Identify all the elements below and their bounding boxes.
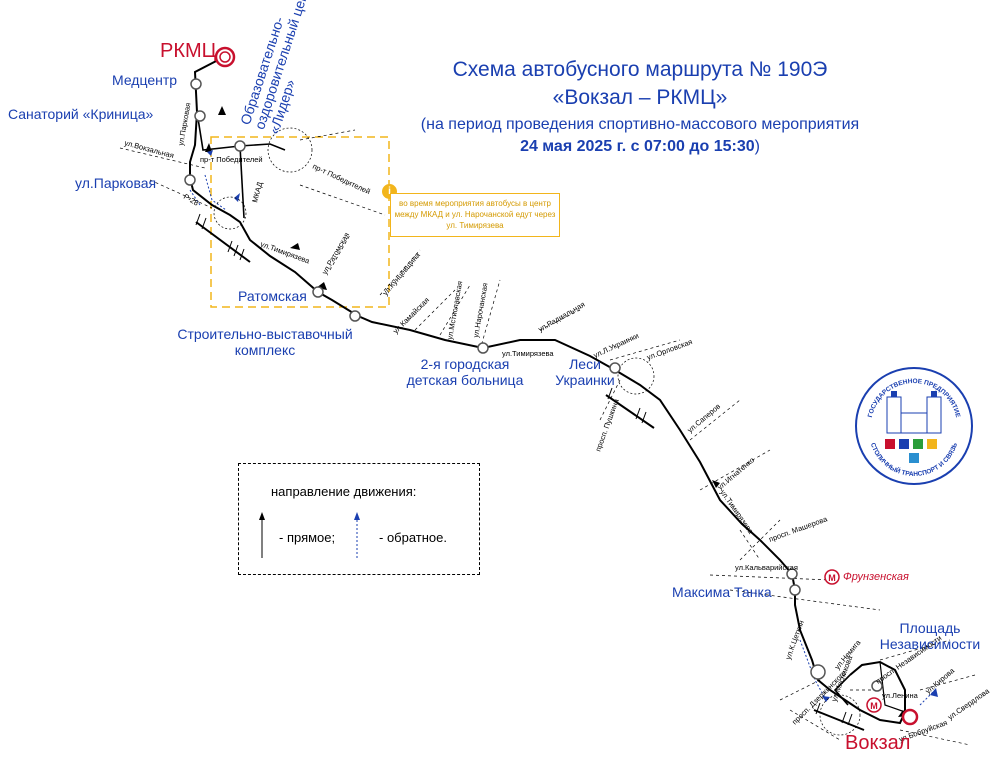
street-label: пр-т Победителей xyxy=(311,162,372,197)
stop-lesi xyxy=(609,362,621,374)
stop-nemiga xyxy=(810,664,826,680)
metro-icon xyxy=(824,569,840,585)
stop-parkovaya xyxy=(184,174,196,186)
metro-icon xyxy=(866,697,882,713)
company-logo: ГОСУДАРСТВЕННОЕ ПРЕДПРИЯТИЕ СТОЛИЧНЫЙ ТР… xyxy=(855,367,973,485)
street-label: просп. Машерова xyxy=(768,514,830,544)
stop-label-krinitsa: Санаторий «Криница» xyxy=(8,106,154,122)
stop-kalvariyskaya xyxy=(786,568,798,580)
route-line xyxy=(189,57,906,725)
street-label: ул.Игнатенко xyxy=(716,455,757,491)
street-label: ул.Тимирязева xyxy=(502,349,554,358)
street-label: ул.Свердлова xyxy=(946,686,992,722)
stop-lider xyxy=(234,140,246,152)
street-label: ул.К.Цеткин xyxy=(783,619,805,661)
street-label: ул.Орловская xyxy=(646,337,694,362)
stop-tanka xyxy=(789,584,801,596)
street-label: ул.Ленина xyxy=(882,691,919,700)
stop-label-medcenter: Медцентр xyxy=(112,72,178,88)
stop-label-parkovaya: ул.Парковая xyxy=(75,175,157,191)
detour-area xyxy=(210,136,390,308)
title-route: Схема автобусного маршрута № 190Э xyxy=(452,58,828,81)
legend-backward: - обратное. xyxy=(379,530,447,545)
street-label: ул.Кальварийская xyxy=(735,563,798,572)
svg-text:М: М xyxy=(870,701,878,711)
stop-expo xyxy=(349,310,361,322)
street-label: просп. Пушкина xyxy=(593,397,621,453)
street-label: ул.Кирова xyxy=(924,666,957,696)
title-period: (на период проведения спортивно-массовог… xyxy=(420,116,860,133)
street-label: ул.Вокзальная xyxy=(123,138,174,160)
street-label: ул.Парковая xyxy=(176,102,192,146)
street-label: ул.Саперов xyxy=(686,402,723,435)
terminal-vokzal-marker xyxy=(901,708,919,726)
stop-square xyxy=(871,680,883,692)
detour-note: во время мероприятия автобусы в центр ме… xyxy=(390,193,560,237)
street-label: ул.Кунцевщина xyxy=(381,250,423,297)
street-label: МКАД xyxy=(250,181,264,204)
street-label: ул.Радиальная xyxy=(537,300,587,334)
street-label: ул.Ратомская xyxy=(320,231,351,276)
stop-ratomskaya xyxy=(312,286,324,298)
legend-forward: - прямое; xyxy=(279,530,336,545)
terminal-vokzal: Вокзал xyxy=(845,732,911,754)
metro-label-frunzenskaya: Фрунзенская xyxy=(843,571,909,583)
legend: направление движения: - прямое; - обратн… xyxy=(238,463,480,575)
title-route-name: «Вокзал – РКМЦ» xyxy=(552,86,728,109)
legend-heading: направление движения: xyxy=(271,484,417,499)
street-label: ул.Нарочанская xyxy=(471,282,489,338)
street-label: ул.Мстиславская xyxy=(445,280,464,340)
stop-medcenter xyxy=(190,78,202,90)
logo-emblem-icon: ГОСУДАРСТВЕННОЕ ПРЕДПРИЯТИЕ СТОЛИЧНЫЙ ТР… xyxy=(867,378,961,478)
title-date: 24 мая 2025 г. с 07:00 до 15:30) xyxy=(520,138,760,155)
stop-label-ratomskaya: Ратомская xyxy=(238,288,307,304)
stop-krinitsa xyxy=(194,110,206,122)
street-label: пр-т Победителей xyxy=(200,155,263,164)
svg-text:М: М xyxy=(828,573,836,583)
stop-hospital xyxy=(477,342,489,354)
street-label: ул.Тимирязева xyxy=(718,488,755,536)
terminal-rkmc-marker xyxy=(214,46,236,68)
terminal-rkmc: РКМЦ xyxy=(160,40,217,62)
stop-label-tanka: Максима Танка xyxy=(672,584,772,600)
